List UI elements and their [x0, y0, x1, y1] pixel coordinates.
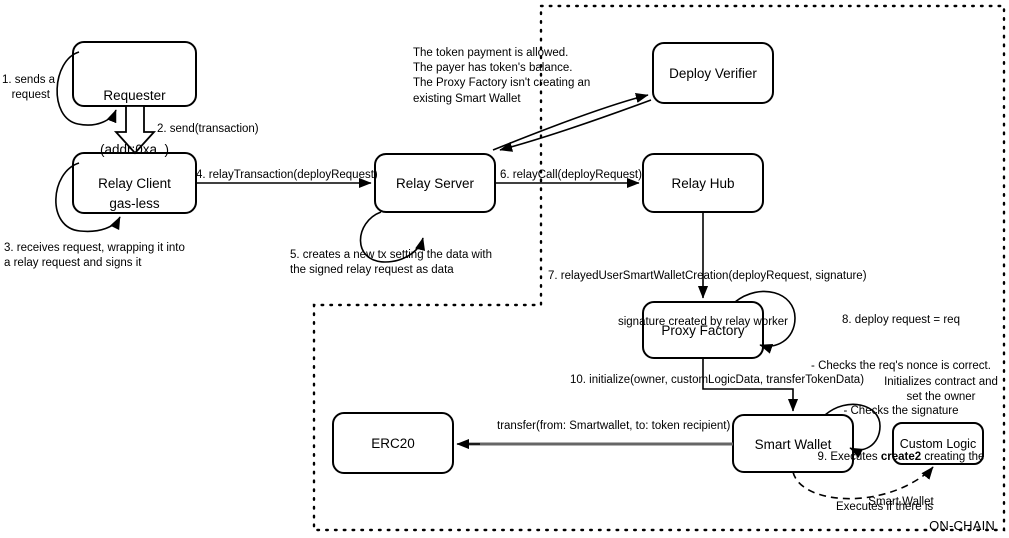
node-label-proxy-factory: Proxy Factory	[661, 323, 745, 338]
requester-line-2: (addr:0xa..)	[99, 141, 170, 157]
edge-smart-wallet-self	[824, 403, 881, 459]
edge-initialize	[702, 358, 799, 412]
step-9-line-1: 9. Executes create2 creating the	[795, 450, 1007, 465]
step-7-line-2: signature created by relay worker	[617, 315, 789, 328]
annotation-step-10: 10. initialize(owner, customLogicData, t…	[570, 374, 865, 386]
annotation-step-5: 5. creates a new tx setting the data wit…	[290, 249, 493, 277]
node-label-requester: Requester (addr:0xa..) gas-less	[73, 51, 196, 248]
node-deploy-verifier[interactable]	[652, 42, 774, 104]
step-8-line-3: - Checks the signature	[843, 405, 959, 418]
annotation-executes-if-there-is: Executes if there is	[836, 501, 934, 513]
node-label-relay-hub: Relay Hub	[671, 176, 735, 191]
node-label-smart-wallet: Smart Wallet	[754, 437, 832, 452]
step-8-line-1: 8. deploy request = req	[842, 314, 960, 327]
annotation-step-6: 6. relayCall(deployRequest)	[500, 169, 642, 181]
step-9-line-2: Smart Wallet	[868, 496, 934, 509]
node-label-erc20: ERC20	[371, 436, 415, 451]
node-label-relay-server: Relay Server	[395, 176, 475, 191]
step-8-line-2: - Checks the req's nonce is correct.	[811, 359, 991, 372]
edge-verifier-to-server	[499, 99, 652, 152]
annotation-step-1: 1. sends a request	[2, 74, 56, 102]
annotation-step-4: 4. relayTransaction(deployRequest)	[196, 169, 378, 181]
edge-proxy-factory-self	[734, 290, 796, 354]
node-label-deploy-verifier: Deploy Verifier	[669, 66, 757, 81]
annotation-verifier-checks: The token payment is allowed. The payer …	[413, 47, 591, 105]
requester-line-1: Requester	[103, 87, 166, 103]
node-erc20[interactable]	[332, 412, 454, 474]
node-label-relay-client: Relay Client	[98, 176, 171, 191]
edge-server-to-verifier	[492, 92, 649, 151]
on-chain-boundary	[312, 4, 1006, 532]
annotation-initializes: Initializes contract and set the owner	[884, 376, 998, 404]
annotation-step-2: 2. send(transaction)	[157, 123, 259, 135]
annotation-step-7: 7. relayedUserSmartWalletCreation(deploy…	[548, 239, 867, 360]
node-custom-logic[interactable]	[892, 422, 984, 465]
annotation-step-3: 3. receives request, wrapping it into a …	[4, 242, 185, 270]
step-7-line-1: 7. relayedUserSmartWalletCreation(deploy…	[548, 270, 867, 283]
edge-requester-self	[56, 51, 117, 126]
annotation-step-8-9: 8. deploy request = req - Checks the req…	[795, 283, 1007, 538]
edge-executes-if-there-is	[792, 466, 934, 500]
edge-relay-client-self	[55, 162, 121, 233]
annotation-transfer: transfer(from: Smartwallet, to: token re…	[497, 420, 731, 432]
node-label-custom-logic: Custom Logic	[899, 437, 977, 451]
edge-send-transaction-block-arrow	[113, 105, 157, 155]
step-9-suffix: creating the	[921, 450, 985, 463]
step-9-create2: create2	[880, 450, 922, 463]
edge-relay-server-self	[359, 211, 426, 263]
step-9-prefix: 9. Executes	[817, 450, 881, 463]
on-chain-zone-label: ON-CHAIN	[929, 518, 995, 533]
requester-line-3: gas-less	[109, 195, 160, 211]
